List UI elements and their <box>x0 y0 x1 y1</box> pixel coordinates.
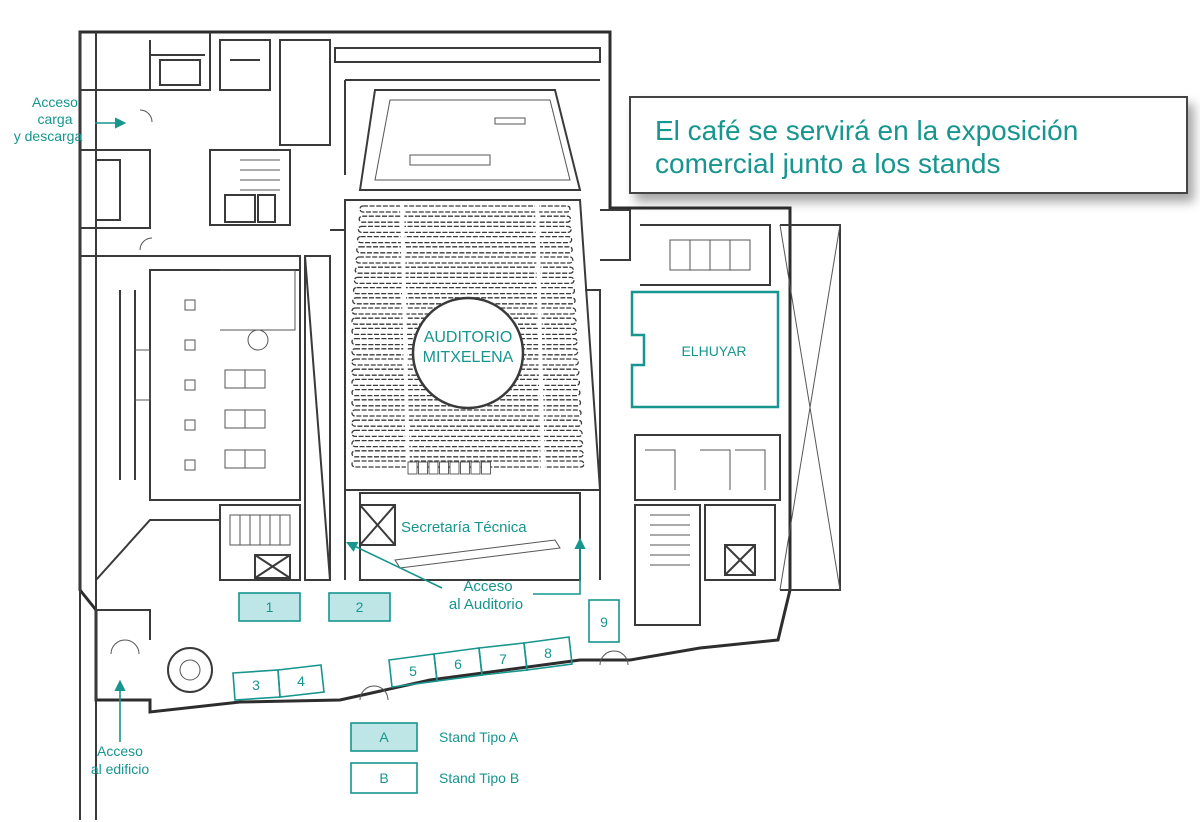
wheelchair-space <box>428 461 439 475</box>
seat-row <box>351 409 582 417</box>
seat-row <box>356 246 573 254</box>
legend-label-b: Stand Tipo B <box>439 770 519 786</box>
legend-key-a: A <box>379 729 389 745</box>
acceso-carga-line2: carga <box>37 111 72 127</box>
elhuyar-room[interactable] <box>630 290 780 409</box>
seat-row <box>356 235 573 244</box>
auditorium-badge <box>411 296 525 410</box>
secretaria-desk <box>394 539 561 569</box>
legend-label-a: Stand Tipo A <box>439 729 519 745</box>
legend: A Stand Tipo A B Stand Tipo B <box>350 722 519 794</box>
stand-number: 9 <box>600 614 608 630</box>
elhuyar-label: ELHUYAR <box>681 343 746 359</box>
acceso-auditorio-arrow-right <box>533 537 586 595</box>
coffee-notice-text: El café se servirá en la exposición come… <box>655 114 1078 180</box>
secretaria-stair <box>359 504 396 546</box>
legend-item-b: B Stand Tipo B <box>350 762 519 794</box>
stand-number: 5 <box>409 663 417 679</box>
seat-row <box>351 399 582 407</box>
wheelchair-space <box>470 461 481 475</box>
wheelchair-space <box>407 461 418 475</box>
seat-row <box>354 266 574 274</box>
stand-1[interactable]: 1 <box>238 592 301 622</box>
acceso-carga-line1: Acceso <box>32 94 78 110</box>
secretaria-label: Secretaría Técnica <box>401 519 527 536</box>
coffee-notice-box: El café se servirá en la exposición come… <box>629 96 1188 194</box>
stand-9[interactable]: 9 <box>588 599 620 643</box>
wheelchair-space <box>439 461 449 475</box>
stand-2[interactable]: 2 <box>328 592 391 622</box>
legend-swatch-a <box>350 722 418 752</box>
coffee-notice-line2: comercial junto a los stands <box>655 148 1001 179</box>
seat-row <box>355 256 574 264</box>
stand-number: 3 <box>252 677 260 693</box>
aisle <box>535 203 545 473</box>
seat-row <box>359 205 571 213</box>
legend-swatch-b <box>350 762 418 794</box>
acceso-auditorio-line1: Acceso <box>463 578 512 595</box>
stand-5[interactable]: 5 <box>388 653 438 688</box>
building-walls <box>78 30 841 820</box>
seat-row <box>351 429 583 438</box>
legend-item-a: A Stand Tipo A <box>350 722 519 752</box>
acceso-edificio-line1: Acceso <box>97 743 143 759</box>
legend-key-b: B <box>379 770 388 786</box>
seat-row <box>351 450 584 458</box>
seat-row <box>352 286 576 295</box>
acceso-auditorio-arrow-left <box>345 541 443 589</box>
stand-number: 1 <box>266 599 274 615</box>
coffee-notice-line1: El café se servirá en la exposición <box>655 115 1079 146</box>
auditorio-label-line1: AUDITORIO <box>424 329 513 346</box>
stand-number: 2 <box>356 599 364 615</box>
stand-number: 4 <box>297 673 305 689</box>
seat-row <box>357 225 572 234</box>
acceso-auditorio-line2: al Auditorio <box>449 596 523 613</box>
seat-row <box>351 419 583 427</box>
acceso-carga-line3: y descarga <box>14 128 83 144</box>
acceso-edificio-line2: al edificio <box>91 761 150 777</box>
auditorio-label-line2: MITXELENA <box>423 349 514 366</box>
auditorium-outline <box>344 199 602 491</box>
seat-row <box>351 388 581 397</box>
seat-row <box>358 215 572 223</box>
wheelchair-space <box>449 461 460 475</box>
seat-row <box>351 439 584 448</box>
stand-number: 8 <box>544 645 552 661</box>
seat-row <box>353 276 575 285</box>
stand-4[interactable]: 4 <box>277 664 325 698</box>
wheelchair-space <box>418 461 428 475</box>
wheelchair-space <box>481 461 491 475</box>
wheelchair-space <box>460 461 470 475</box>
stand-8[interactable]: 8 <box>523 636 573 671</box>
stand-number: 7 <box>499 651 507 667</box>
aisle <box>400 203 410 473</box>
stand-3[interactable]: 3 <box>232 669 281 701</box>
stand-number: 6 <box>454 656 462 672</box>
